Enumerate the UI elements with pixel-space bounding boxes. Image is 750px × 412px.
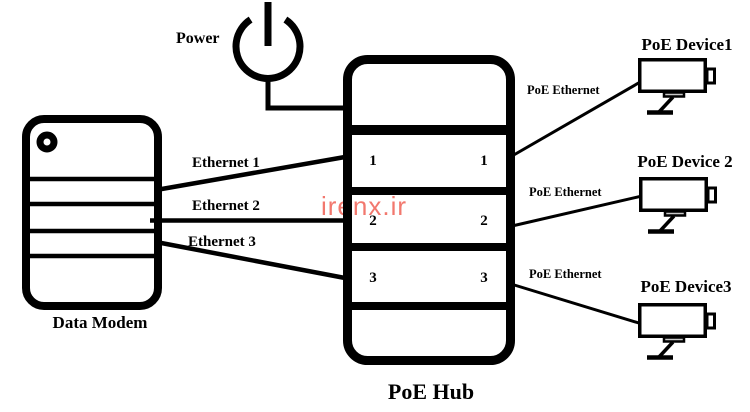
hub-port-1-left-label: 1 (369, 153, 377, 169)
poe-camera-3-icon (638, 303, 716, 360)
power-label: Power (176, 30, 220, 47)
ethernet-1-line (155, 154, 346, 193)
data-modem-label: Data Modem (52, 313, 148, 332)
poe-camera-2-icon (639, 177, 717, 234)
poe-hub-label: PoE Hub (387, 379, 475, 404)
poe-ethernet-2-line (511, 194, 643, 228)
poe-device-1-label: PoE Device1 (641, 35, 733, 54)
poe-ethernet-2-label: PoE Ethernet (529, 185, 602, 199)
poe-hub-box (343, 55, 515, 365)
poe-device-2-label: PoE Device 2 (637, 152, 733, 171)
poe-ethernet-1-label: PoE Ethernet (527, 83, 600, 97)
watermark: irenx.ir (321, 191, 408, 221)
hub-port-2-right-label: 2 (480, 213, 488, 229)
power-icon (232, 2, 304, 82)
poe-ethernet-3-line (510, 282, 643, 326)
poe-device-3-label: PoE Device3 (640, 277, 732, 296)
ethernet-1-label: Ethernet 1 (192, 155, 260, 171)
ethernet-2-label: Ethernet 2 (192, 198, 260, 214)
ethernet-3-label: Ethernet 3 (188, 234, 256, 250)
hub-port-3-right-label: 3 (480, 270, 488, 286)
hub-port-3-left-label: 3 (369, 270, 377, 286)
poe-ethernet-3-label: PoE Ethernet (529, 267, 602, 281)
hub-port-2-left-label: 2 (369, 213, 377, 229)
modem-led-icon (36, 131, 58, 153)
power-cable-line (265, 75, 344, 111)
ethernet-3-line (155, 239, 346, 281)
data-modem-box (22, 115, 162, 310)
poe-ethernet-1-line (511, 79, 643, 158)
hub-port-1-right-label: 1 (480, 153, 488, 169)
poe-camera-1-icon (638, 58, 716, 115)
